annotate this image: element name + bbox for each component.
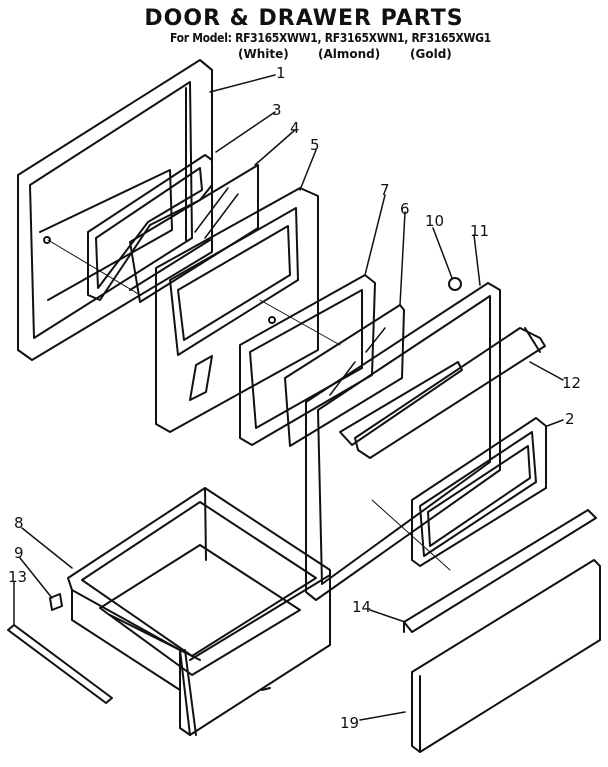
- part-glass-panel: [284, 304, 405, 447]
- callout-3: 3: [272, 101, 282, 119]
- callout-6: 6: [400, 200, 410, 218]
- part-inner-door-panel: [305, 282, 501, 601]
- part-drawer-bumper: [49, 593, 63, 611]
- leader-lines: [13, 74, 564, 721]
- callout-1: 1: [276, 64, 286, 82]
- callout-4: 4: [290, 119, 300, 137]
- variant-gold: (Gold): [410, 47, 452, 61]
- part-gasket-frame: [87, 154, 213, 301]
- part-window-gasket: [411, 417, 547, 567]
- callout-11: 11: [470, 222, 489, 240]
- part-fastener-screw: [448, 277, 462, 291]
- part-door-liner: [155, 187, 319, 433]
- callout-8: 8: [14, 514, 24, 532]
- variant-white: (White): [238, 47, 289, 61]
- callout-19: 19: [340, 714, 359, 732]
- part-drawer-rail: [7, 624, 113, 704]
- diagram-title: DOOR & DRAWER PARTS: [144, 6, 464, 31]
- callout-7: 7: [380, 181, 390, 199]
- part-drawer-trim: [403, 509, 597, 633]
- alignment-lines: [47, 239, 451, 571]
- callout-5: 5: [310, 136, 320, 154]
- part-inner-glass: [129, 164, 259, 303]
- callout-9: 9: [14, 544, 24, 562]
- callout-2: 2: [565, 410, 575, 428]
- callout-14: 14: [352, 598, 371, 616]
- variant-almond: (Almond): [318, 47, 381, 61]
- part-storage-drawer: [67, 487, 331, 736]
- callout-labels: 1 3 4 5 7 6 10 11 12 2 8 9 13 14 19: [8, 64, 581, 732]
- part-drawer-front-panel: [411, 559, 601, 753]
- part-outer-door-panel: [17, 59, 213, 361]
- callout-12: 12: [562, 374, 581, 392]
- part-door-handle: [354, 327, 546, 459]
- callout-13: 13: [8, 568, 27, 586]
- model-numbers: For Model: RF3165XWW1, RF3165XWN1, RF316…: [170, 31, 491, 45]
- callout-10: 10: [425, 212, 444, 230]
